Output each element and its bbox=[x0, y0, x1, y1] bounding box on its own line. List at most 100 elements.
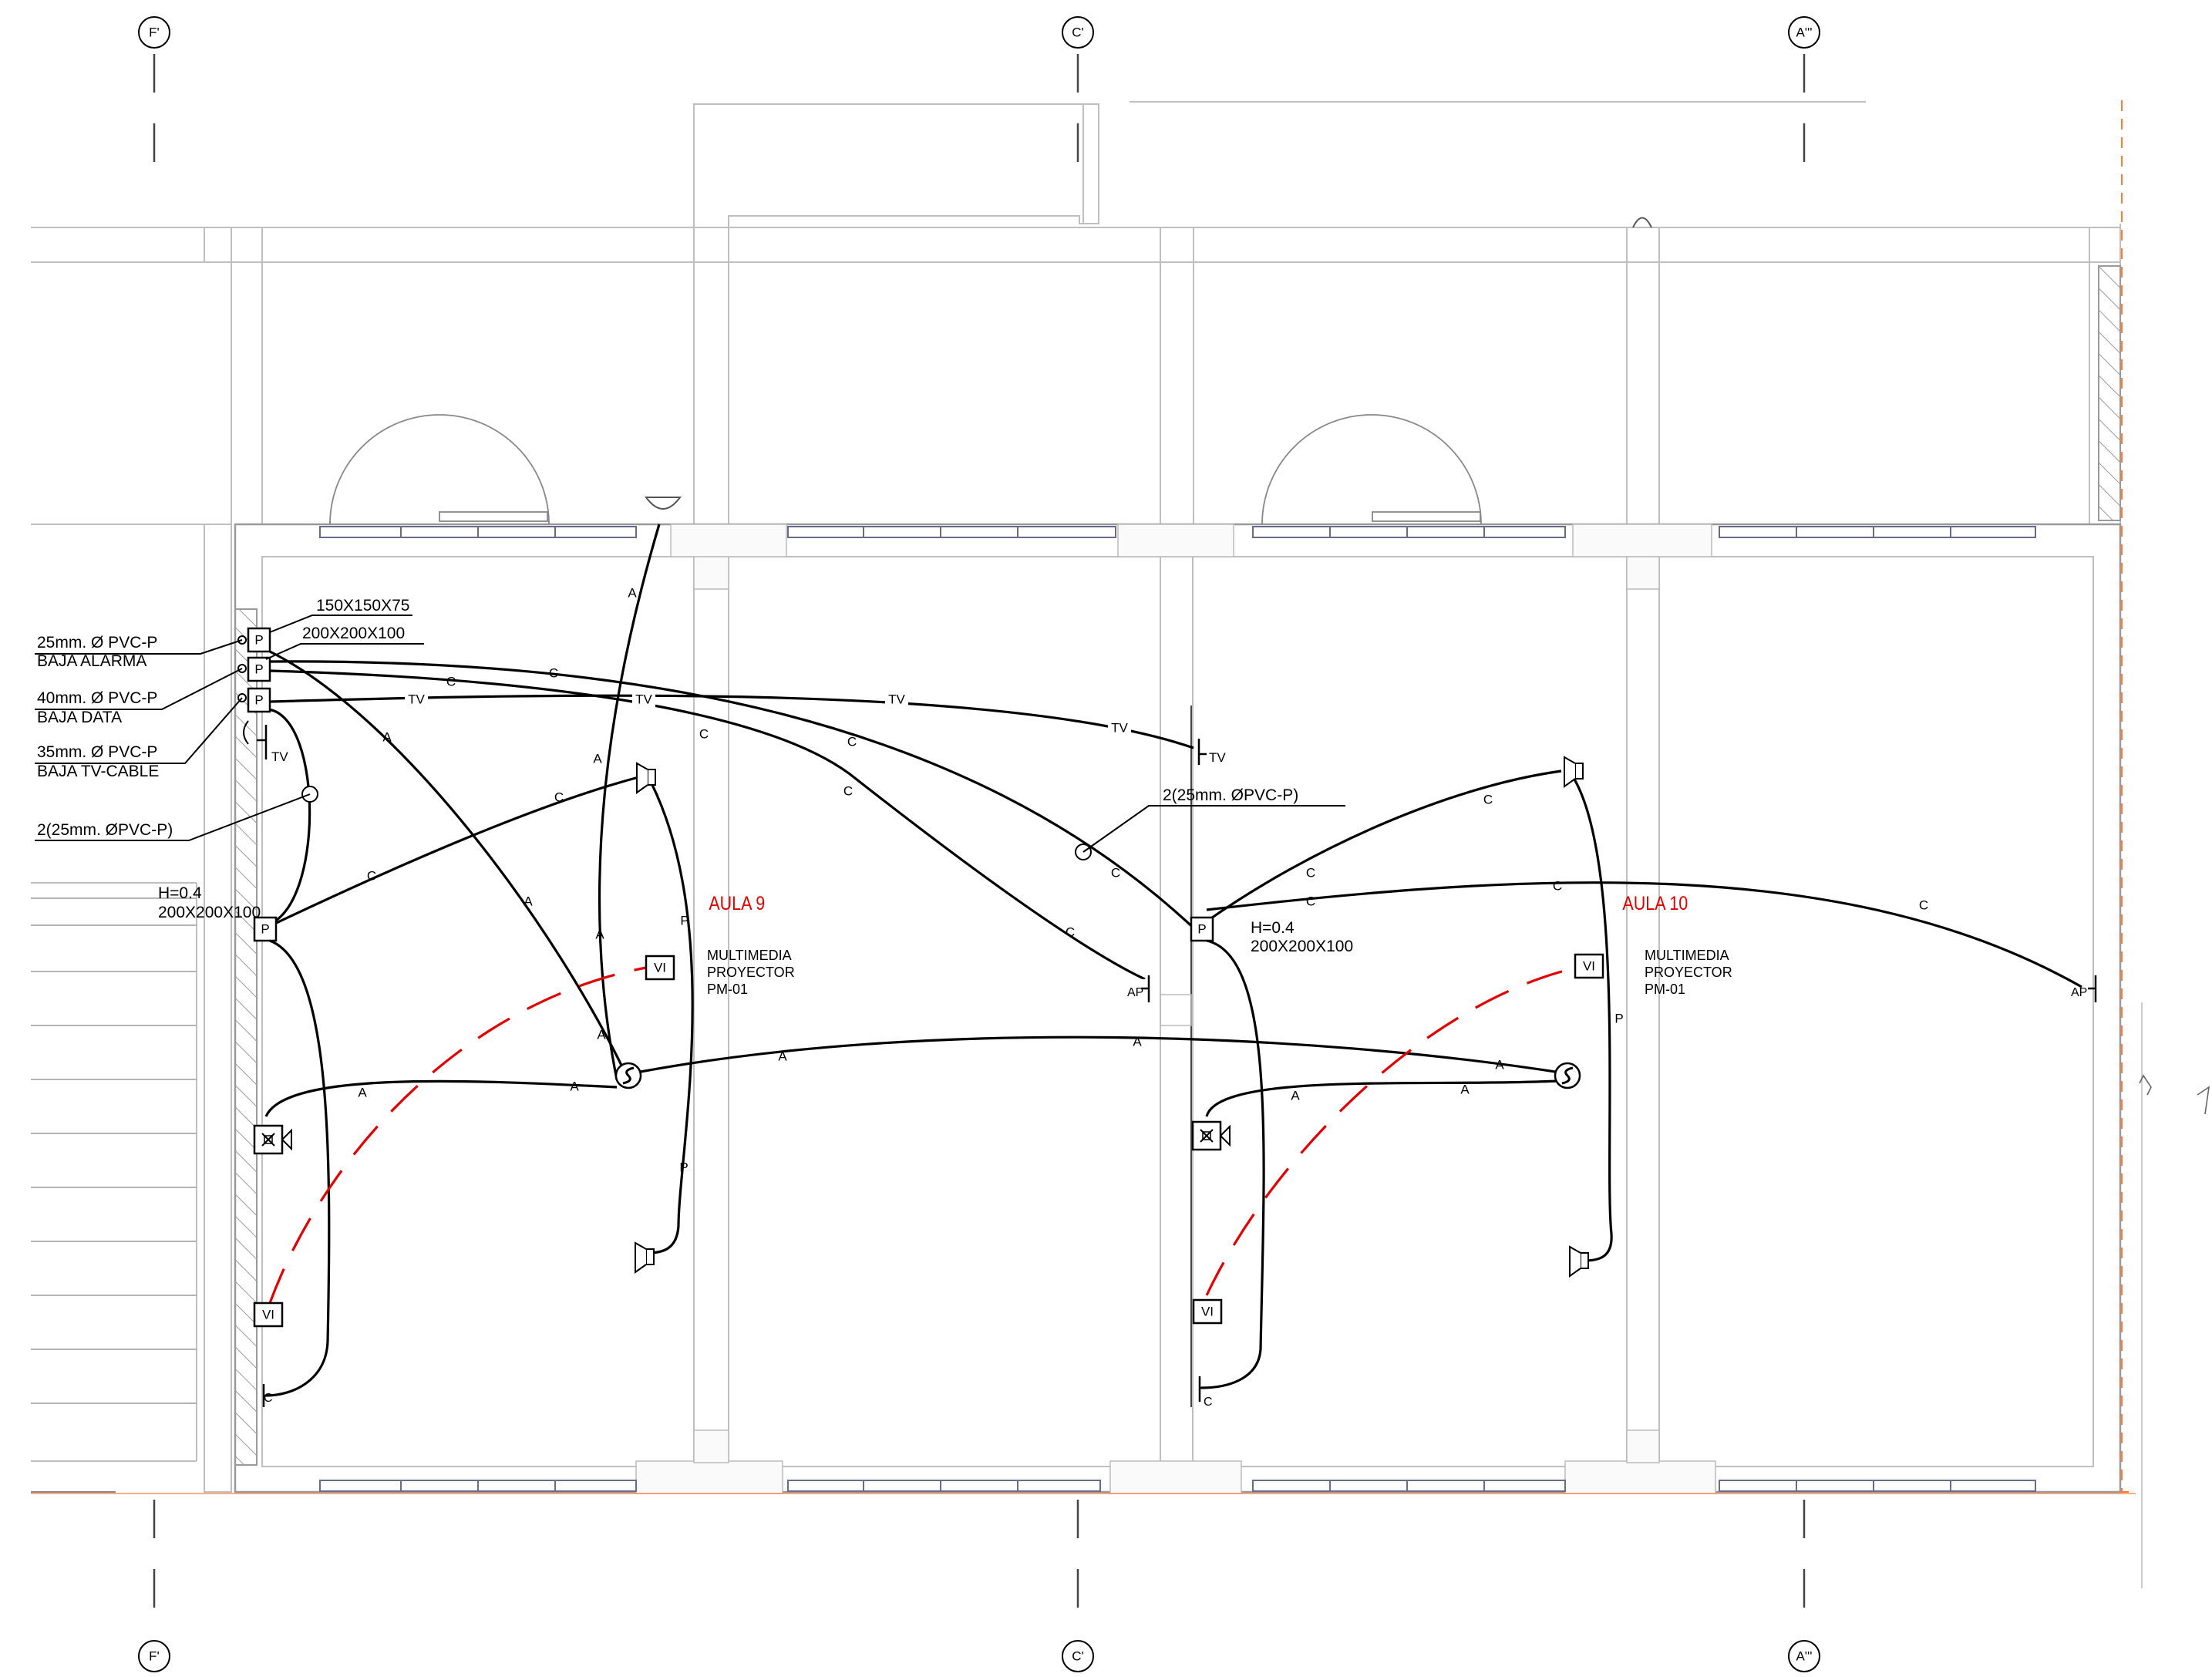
alarm-horn-icon bbox=[1191, 1120, 1231, 1151]
svg-text:P: P bbox=[261, 921, 269, 936]
svg-text:C: C bbox=[264, 1392, 273, 1405]
tag-c-14: C bbox=[1919, 897, 1928, 912]
alarm-horn-icon bbox=[253, 1124, 292, 1155]
room-aula-10: AULA 10 MULTIMEDIA PROYECTOR PM-01 bbox=[1622, 892, 1732, 997]
tag-a-8: A bbox=[570, 1079, 579, 1093]
tag-c-11: C bbox=[1306, 894, 1315, 908]
pipe-pair-right-label: 2(25mm. ØPVC-P) bbox=[1163, 786, 1298, 804]
svg-text:C: C bbox=[1204, 1396, 1213, 1409]
tag-p-2: P bbox=[679, 1160, 688, 1174]
tag-c-3: C bbox=[699, 726, 709, 741]
wiring bbox=[237, 524, 2082, 1397]
sensor-icon bbox=[614, 1062, 642, 1089]
tag-c-7: C bbox=[1066, 924, 1075, 939]
tag-a-9: A bbox=[778, 1049, 787, 1063]
vi-box-aula9-bottom: VI bbox=[253, 1302, 284, 1328]
ap-outlet-aula9: AP bbox=[1126, 975, 1150, 1002]
svg-text:VI: VI bbox=[262, 1307, 274, 1322]
tag-a-12: A bbox=[1291, 1088, 1300, 1103]
panel-box-tv: P bbox=[247, 687, 271, 713]
room-name: AULA 10 bbox=[1622, 892, 1688, 914]
vi-box-aula10-top: VI bbox=[1574, 953, 1604, 979]
annotations: 150X150X75 200X200X100 25mm. Ø PVC-P BAJ… bbox=[35, 597, 1353, 955]
axis-grid: F' C' A''' F' C' A''' bbox=[138, 16, 1820, 1672]
svg-text:VI: VI bbox=[1201, 1304, 1214, 1318]
room-aula-9: AULA 9 MULTIMEDIA PROYECTOR PM-01 bbox=[707, 892, 795, 997]
axis-bubble-bottom-f: F' bbox=[138, 1640, 170, 1672]
room-desc: MULTIMEDIA bbox=[707, 948, 792, 963]
tag-tv-4: TV bbox=[1111, 720, 1128, 735]
ap-outlet-aula10: AP bbox=[2071, 975, 2097, 1002]
speaker-icon bbox=[1564, 756, 1584, 788]
data-pipe-label: 40mm. Ø PVC-P bbox=[37, 689, 157, 707]
tag-c-4: C bbox=[847, 734, 857, 749]
line-tags: TV TV TV TV C C C C C C C C C C C C C C … bbox=[358, 585, 1928, 1174]
axis-bubble-bottom-c: C' bbox=[1062, 1640, 1094, 1672]
speaker-icon bbox=[1569, 1245, 1589, 1278]
speaker-icon bbox=[635, 1241, 655, 1274]
svg-text:P: P bbox=[254, 692, 263, 707]
svg-text:VI: VI bbox=[654, 960, 666, 975]
height-left-label: H=0.4 bbox=[158, 884, 202, 902]
tag-a-10: A bbox=[1133, 1034, 1142, 1049]
pipe-pair-left-label: 2(25mm. ØPVC-P) bbox=[37, 821, 173, 839]
size-left-label: 200X200X100 bbox=[158, 904, 261, 921]
room-desc: PM-01 bbox=[1645, 982, 1685, 997]
height-right-label: H=0.4 bbox=[1251, 919, 1295, 937]
speaker-icon bbox=[636, 762, 656, 794]
tag-a-7: A bbox=[358, 1085, 367, 1099]
svg-text:C': C' bbox=[1072, 25, 1084, 39]
tag-a-6: A bbox=[595, 927, 604, 941]
tag-a-3: A bbox=[597, 1027, 606, 1042]
vi-box-aula10-bottom: VI bbox=[1192, 1298, 1223, 1325]
tv-outlet-aula9: TV bbox=[243, 720, 288, 764]
tag-a-13: A bbox=[1460, 1082, 1470, 1096]
tag-p-1: P bbox=[680, 913, 689, 928]
tag-c-8: C bbox=[367, 868, 376, 883]
room-name: AULA 9 bbox=[709, 892, 765, 914]
room-desc: PM-01 bbox=[707, 982, 748, 997]
tag-a-4: A bbox=[628, 585, 637, 600]
tag-tv-1: TV bbox=[408, 692, 425, 706]
svg-text:C': C' bbox=[1072, 1648, 1084, 1663]
axis-bubble-top-c: C' bbox=[1062, 16, 1094, 49]
tag-tv-3: TV bbox=[888, 692, 905, 706]
c-outlet-aula9: C bbox=[262, 1384, 273, 1407]
c-outlet-aula10: C bbox=[1198, 1376, 1213, 1409]
svg-text:P: P bbox=[254, 632, 263, 647]
svg-text:P: P bbox=[254, 662, 263, 676]
tag-a-11: A bbox=[1495, 1057, 1504, 1072]
box-small-label: 150X150X75 bbox=[316, 597, 409, 615]
svg-text:AP: AP bbox=[1127, 986, 1143, 999]
vi-box-aula9-top: VI bbox=[645, 955, 675, 981]
tag-c-13: C bbox=[1553, 878, 1562, 893]
svg-text:AP: AP bbox=[2071, 986, 2087, 999]
room-desc: PROYECTOR bbox=[1645, 965, 1732, 980]
room-desc: MULTIMEDIA bbox=[1645, 948, 1729, 963]
tv-label: BAJA TV-CABLE bbox=[37, 763, 159, 780]
svg-text:A''': A''' bbox=[1796, 25, 1812, 39]
svg-text:VI: VI bbox=[1583, 958, 1595, 973]
junction-box-aula9: P bbox=[253, 916, 278, 942]
tag-a-2: A bbox=[524, 894, 533, 908]
alarm-label: BAJA ALARMA bbox=[37, 652, 146, 670]
axis-bubble-top-a: A''' bbox=[1788, 16, 1820, 49]
tag-a-1: A bbox=[382, 729, 392, 744]
tag-c-9: C bbox=[554, 790, 564, 804]
tag-p-3: P bbox=[1614, 1011, 1623, 1025]
junction-box-aula10: P bbox=[1190, 916, 1214, 942]
tag-c-12: C bbox=[1483, 792, 1493, 807]
devices: P P P P P TV TV bbox=[243, 627, 2097, 1409]
tv-outlet-aula10: TV bbox=[1197, 739, 1226, 765]
tag-c-1: C bbox=[446, 674, 456, 689]
alarm-pipe-label: 25mm. Ø PVC-P bbox=[37, 634, 157, 652]
svg-text:F': F' bbox=[149, 1648, 160, 1663]
panel-box-alarm: P bbox=[247, 627, 271, 653]
tag-c-2: C bbox=[549, 665, 558, 680]
sensor-icon bbox=[1554, 1062, 1581, 1089]
panel-box-data: P bbox=[247, 656, 271, 682]
tag-c-6: C bbox=[1111, 865, 1120, 880]
tag-tv-2: TV bbox=[635, 692, 652, 706]
svg-text:A''': A''' bbox=[1796, 1648, 1812, 1663]
